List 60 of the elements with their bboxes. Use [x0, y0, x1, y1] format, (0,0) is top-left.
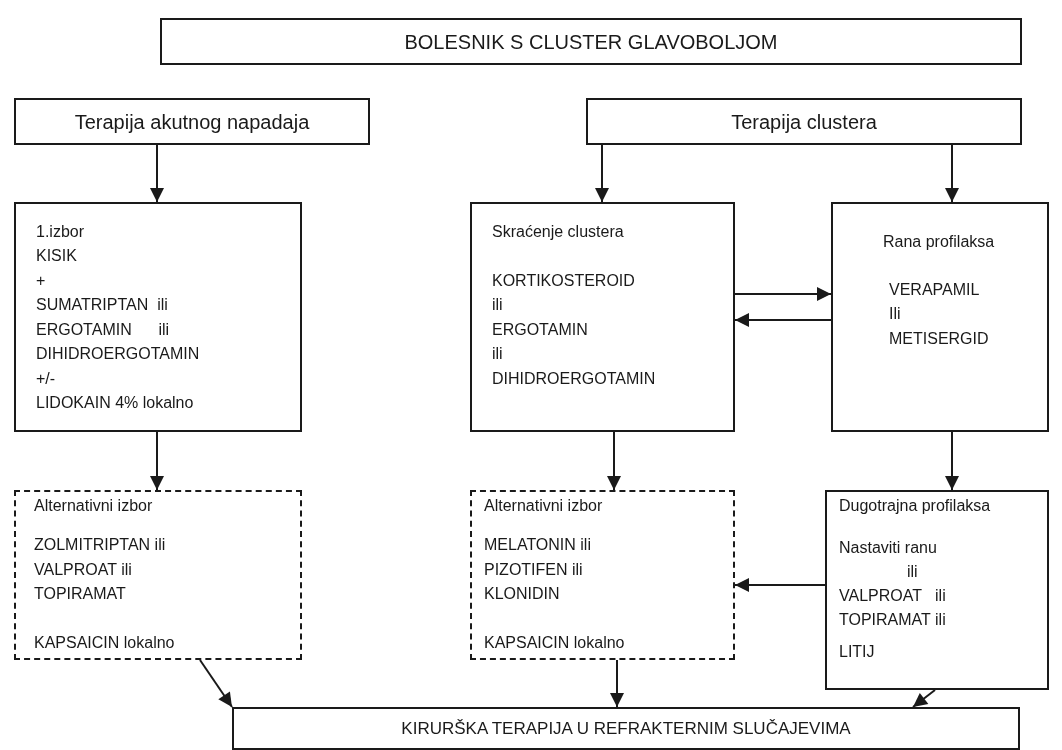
box-text: Nastaviti ranu: [839, 538, 937, 557]
box-text: Terapija akutnog napadaja: [74, 110, 310, 134]
process-box: [232, 707, 1020, 750]
box-text: TOPIRAMAT ili: [839, 610, 946, 629]
box-text: 1.izbor: [36, 222, 85, 241]
process-box: [160, 18, 1022, 65]
arrow: [945, 431, 959, 491]
arrow: [150, 144, 164, 203]
arrow: [734, 313, 832, 327]
arrow: [199, 659, 233, 708]
arrow: [734, 287, 832, 301]
box-text: SUMATRIPTAN ili: [36, 295, 168, 314]
box-text: KAPSAICIN lokalno: [34, 633, 175, 652]
arrow: [945, 144, 959, 203]
dashed-box: [14, 490, 302, 660]
box-text: ERGOTAMIN ili: [36, 320, 170, 339]
box-text: ili: [492, 295, 503, 314]
box-text: Alternativni izbor: [34, 496, 153, 515]
box-text: DIHIDROERGOTAMIN: [36, 344, 200, 363]
arrow: [595, 144, 609, 203]
box-text: Terapija clustera: [731, 110, 877, 134]
box-text: +: [36, 271, 46, 290]
box-text: VALPROAT ili: [839, 586, 946, 605]
box-text: +/-: [36, 369, 56, 388]
dashed-box: [470, 490, 735, 660]
box-text: DIHIDROERGOTAMIN: [492, 369, 656, 388]
arrow: [610, 659, 624, 708]
box-text: Skraćenje clustera: [492, 222, 624, 241]
box-text: ili: [492, 344, 503, 363]
box-text: PIZOTIFEN ili: [484, 560, 583, 579]
box-text: Dugotrajna profilaksa: [839, 496, 991, 515]
box-text: Rana profilaksa: [883, 232, 995, 251]
box-text: LITIJ: [839, 642, 875, 661]
box-text: KAPSAICIN lokalno: [484, 633, 625, 652]
process-box: [470, 202, 735, 432]
box-text: Alternativni izbor: [484, 496, 603, 515]
process-box: [831, 202, 1049, 432]
box-text: TOPIRAMAT: [34, 584, 126, 603]
arrow: [912, 689, 936, 708]
box-text: BOLESNIK S CLUSTER GLAVOBOLJOM: [404, 30, 778, 54]
box-text: ERGOTAMIN: [492, 320, 588, 339]
box-text: KORTIKOSTEROID: [492, 271, 635, 290]
box-text: KISIK: [36, 246, 77, 265]
box-text: Ili: [889, 304, 901, 323]
box-text: ili: [907, 562, 918, 581]
box-text: MELATONIN ili: [484, 535, 591, 554]
box-text: METISERGID: [889, 329, 989, 348]
process-box: [14, 98, 370, 145]
arrow: [607, 431, 621, 491]
box-text: KLONIDIN: [484, 584, 560, 603]
box-text: LIDOKAIN 4% lokalno: [36, 393, 194, 412]
process-box: [14, 202, 302, 432]
arrow: [734, 578, 826, 592]
box-text: KIRURŠKA TERAPIJA U REFRAKTERNIM SLUČAJEVIMA: [401, 718, 851, 740]
box-text: VALPROAT ili: [34, 560, 132, 579]
arrow: [150, 431, 164, 491]
box-text: ZOLMITRIPTAN ili: [34, 535, 166, 554]
process-box: [586, 98, 1022, 145]
process-box: [825, 490, 1049, 690]
box-text: VERAPAMIL: [889, 280, 980, 299]
